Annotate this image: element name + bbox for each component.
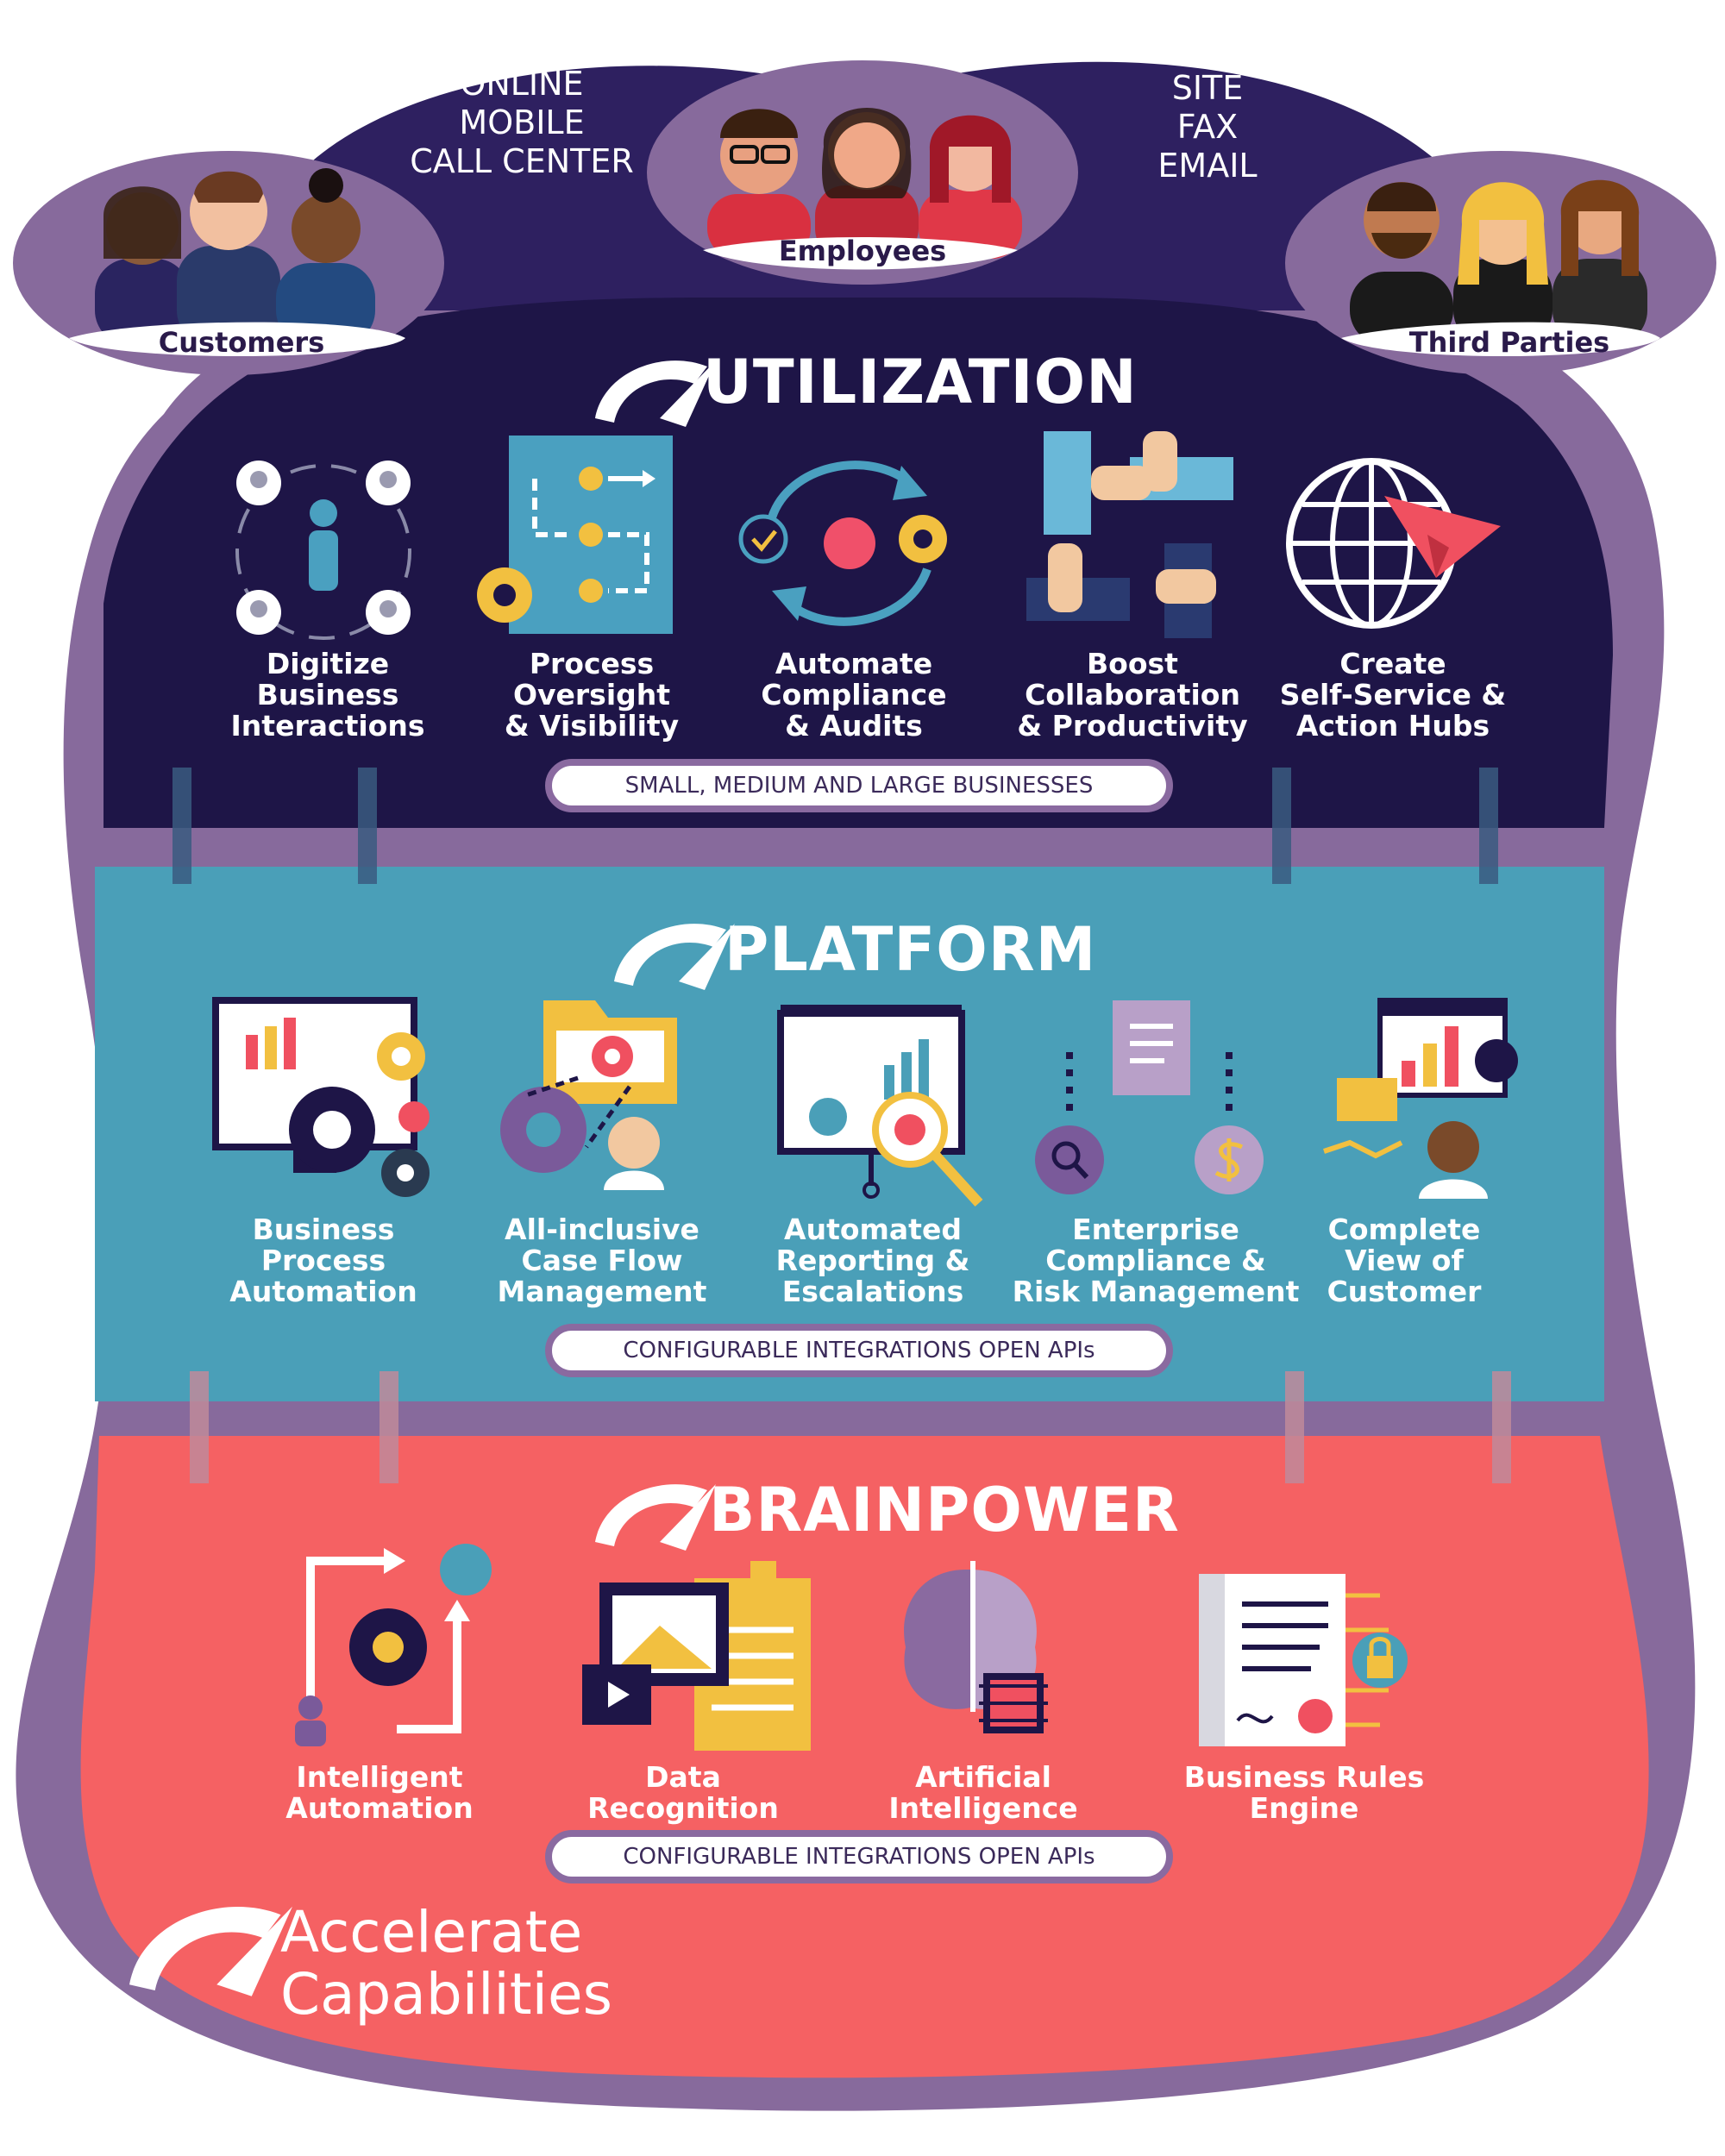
utilization-title: UTILIZATION bbox=[703, 347, 1138, 417]
tagline-line-1: Accelerate bbox=[280, 1899, 583, 1965]
globe-plane-icon bbox=[1286, 458, 1501, 629]
platform-title: PLATFORM bbox=[724, 914, 1097, 985]
document-dollar-icon bbox=[1035, 1000, 1264, 1194]
brain-chip-icon bbox=[904, 1561, 1048, 1733]
brain-item-intelligent: Intelligent Automation bbox=[285, 1760, 474, 1825]
platform-logo-icon bbox=[614, 924, 735, 990]
customers-group bbox=[13, 151, 444, 375]
channel-mobile: MOBILE bbox=[459, 103, 585, 141]
channel-online: ONLINE bbox=[460, 65, 584, 103]
tagline-line-2: Capabilities bbox=[280, 1961, 612, 2028]
channel-fax: FAX bbox=[1176, 108, 1239, 146]
dashboard-customer-icon bbox=[1323, 998, 1518, 1199]
employees-group bbox=[647, 60, 1078, 285]
folder-gear-person-icon bbox=[500, 1000, 677, 1190]
accelerate-logo-icon bbox=[129, 1906, 292, 1996]
customers-people-icon bbox=[95, 168, 375, 345]
process-flow-icon bbox=[477, 436, 673, 634]
platform-pill: CONFIGURABLE INTEGRATIONS OPEN APIs bbox=[545, 1324, 1173, 1377]
third-parties-group bbox=[1285, 151, 1716, 375]
employees-label: Employees bbox=[778, 235, 947, 267]
util-item-create: Create Self-Service & Action Hubs bbox=[1279, 647, 1507, 743]
utilization-pill: SMALL, MEDIUM AND LARGE BUSINESSES bbox=[545, 759, 1173, 812]
channel-email: EMAIL bbox=[1157, 147, 1258, 185]
network-person-icon bbox=[235, 461, 411, 640]
brainpower-logo-icon bbox=[595, 1484, 716, 1551]
brain-item-ai: Artificial Intelligence bbox=[888, 1760, 1078, 1825]
channel-site: SITE bbox=[1171, 69, 1244, 107]
plat-item-customer: Complete View of Customer bbox=[1327, 1213, 1482, 1308]
brainpower-title: BRAINPOWER bbox=[709, 1475, 1180, 1545]
contract-lock-icon bbox=[1199, 1574, 1408, 1746]
channels-right: SITE FAX EMAIL bbox=[1113, 69, 1302, 185]
media-document-icon bbox=[582, 1561, 811, 1751]
automation-loop-icon bbox=[295, 1544, 492, 1746]
util-item-process: Process Oversight & Visibility bbox=[504, 647, 680, 743]
plat-item-caseflow: All-inclusive Case Flow Management bbox=[497, 1213, 707, 1308]
cycle-check-gear-icon bbox=[738, 461, 947, 626]
util-item-automate: Automate Compliance & Audits bbox=[761, 647, 947, 743]
plat-item-bpa: Business Process Automation bbox=[229, 1213, 417, 1308]
hands-collaboration-icon bbox=[1026, 431, 1233, 638]
plat-item-reporting: Automated Reporting & Escalations bbox=[775, 1213, 970, 1308]
presentation-magnifier-icon bbox=[777, 1005, 983, 1207]
utilization-logo-icon bbox=[595, 360, 716, 427]
brain-item-data: Data Recognition bbox=[587, 1760, 779, 1825]
util-item-boost: Boost Collaboration & Productivity bbox=[1017, 647, 1248, 743]
channel-call-center: CALL CENTER bbox=[410, 142, 634, 180]
third-parties-label: Third Parties bbox=[1408, 326, 1610, 359]
monitor-gears-icon bbox=[212, 997, 430, 1197]
brain-item-rules: Business Rules Engine bbox=[1183, 1760, 1425, 1825]
plat-item-compliance: Enterprise Compliance & Risk Management bbox=[1012, 1213, 1300, 1308]
util-item-digitize: Digitize Business Interactions bbox=[230, 647, 425, 743]
tagline: Accelerate Capabilities bbox=[280, 1902, 612, 2026]
channels-left: ONLINE MOBILE CALL CENTER bbox=[392, 65, 651, 181]
customers-label: Customers bbox=[158, 326, 325, 359]
brainpower-pill: CONFIGURABLE INTEGRATIONS OPEN APIs bbox=[545, 1830, 1173, 1883]
